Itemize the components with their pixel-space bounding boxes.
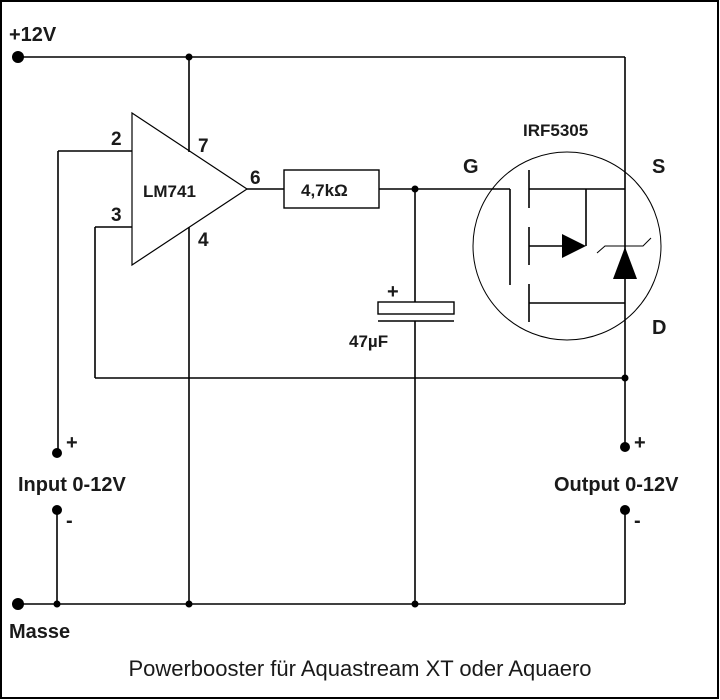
body-diode-icon: [613, 247, 637, 279]
pin-3-label: 3: [111, 205, 122, 226]
opamp-name: LM741: [143, 182, 196, 201]
junction-ground-cap: [411, 600, 419, 608]
diode-cathode-bar: [596, 237, 652, 254]
capacitor-polarity: +: [387, 281, 399, 303]
junction-ground-input: [53, 600, 61, 608]
output-plus-terminal[interactable]: [620, 442, 630, 452]
gate-label: G: [463, 156, 479, 178]
supply-terminal[interactable]: [12, 51, 24, 63]
pin-7-label: 7: [198, 136, 209, 157]
input-plus-label: +: [66, 432, 78, 454]
output-label: Output 0-12V: [554, 474, 679, 496]
mosfet-name: IRF5305: [523, 121, 588, 140]
input-label: Input 0-12V: [18, 474, 126, 496]
capacitor-value: 47µF: [349, 332, 388, 351]
resistor-value: 4,7kΩ: [301, 181, 348, 200]
pin-2-label: 2: [111, 129, 122, 150]
ground-terminal[interactable]: [12, 598, 24, 610]
supply-label: +12V: [9, 24, 57, 46]
output-minus-label: -: [634, 510, 641, 532]
diagram-title: Powerbooster für Aquastream XT oder Aqua…: [128, 656, 591, 681]
capacitor-plate-positive: [377, 301, 455, 315]
mosfet-body: [472, 151, 662, 341]
ground-label: Masse: [9, 621, 70, 643]
body-arrow-icon: [562, 234, 586, 258]
input-minus-label: -: [66, 510, 73, 532]
source-label: S: [652, 156, 665, 178]
pin-4-label: 4: [198, 230, 209, 251]
output-plus-label: +: [634, 432, 646, 454]
junction-ground-opamp: [185, 600, 193, 608]
pin-6-label: 6: [250, 168, 261, 189]
drain-label: D: [652, 317, 666, 339]
input-plus-terminal[interactable]: [52, 448, 62, 458]
